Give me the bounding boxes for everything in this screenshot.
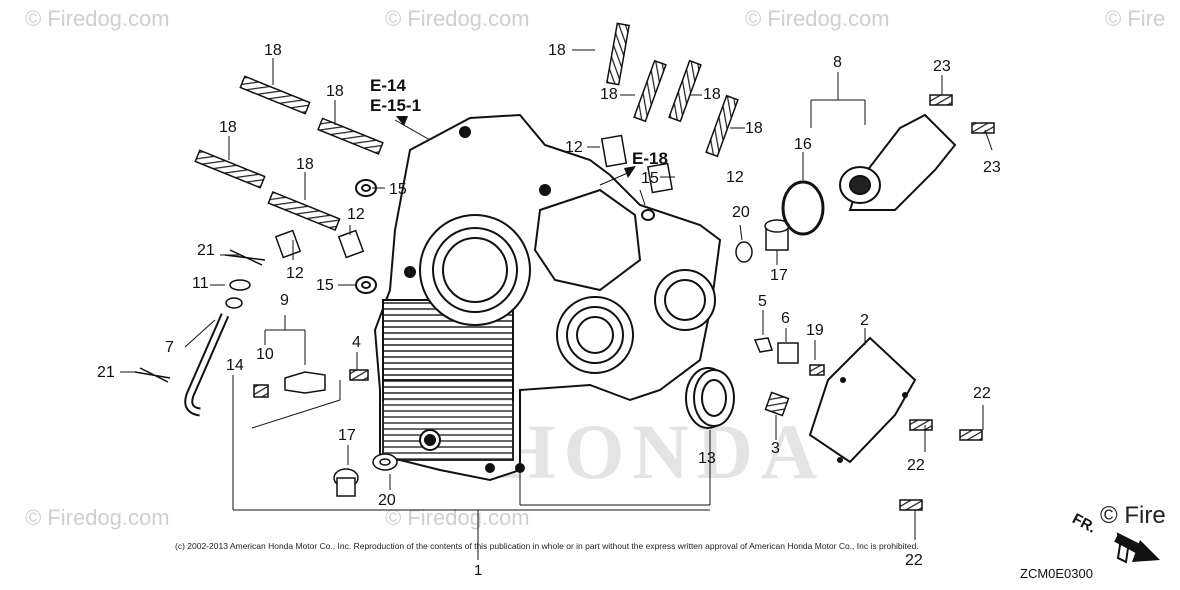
reference-label[interactable]: E-15-1 (370, 96, 422, 115)
gasket-ring (781, 180, 825, 236)
callout-6: 6 (781, 310, 790, 327)
callout-20: 20 (378, 492, 396, 509)
callout-23: 23 (933, 58, 951, 75)
callout-18: 18 (600, 86, 618, 103)
callout-18: 18 (745, 120, 763, 137)
diagram-code: ZCM0E0300 (1020, 566, 1093, 581)
callout-4: 4 (352, 334, 361, 351)
reference-arrow (624, 166, 636, 178)
callout-17: 17 (770, 267, 788, 284)
side-cover (808, 336, 917, 464)
callout-15: 15 (641, 170, 659, 187)
callout-22: 22 (905, 552, 923, 569)
oil-seal-large (685, 367, 735, 429)
watermark: © Firedog.com (385, 505, 530, 530)
callout-1: 1 (474, 562, 483, 579)
callout-15: 15 (316, 277, 334, 294)
watermark: © Firedog.com (385, 6, 530, 31)
callout-23: 23 (983, 159, 1001, 176)
callout-7: 7 (165, 339, 174, 356)
callout-18: 18 (326, 83, 344, 100)
oil-seals-small (355, 179, 655, 294)
callout-12: 12 (286, 265, 304, 282)
callout-12: 12 (565, 139, 583, 156)
callout-16: 16 (794, 136, 812, 153)
callout-18: 18 (264, 42, 282, 59)
callout-15: 15 (389, 181, 407, 198)
crankcase (373, 113, 722, 482)
callout-18: 18 (703, 86, 721, 103)
callout-5: 5 (758, 293, 767, 310)
callout-3: 3 (771, 440, 780, 457)
callout-2: 2 (860, 312, 869, 329)
callout-14: 14 (226, 357, 244, 374)
small-parts (134, 219, 825, 497)
brand-corner: © Fire (1100, 502, 1166, 529)
watermark: © Fire (1105, 6, 1166, 31)
intake-elbow (839, 113, 957, 211)
callout-17: 17 (338, 427, 356, 444)
stud-bolts (194, 22, 739, 232)
callout-12: 12 (347, 206, 365, 223)
callout-22: 22 (973, 385, 991, 402)
copyright-notice: (c) 2002-2013 American Honda Motor Co., … (175, 541, 919, 551)
callout-20: 20 (732, 204, 750, 221)
honda-background-text: HONDA (495, 408, 825, 495)
flange-bolts (899, 94, 995, 511)
callout-21: 21 (97, 364, 115, 381)
callout-21: 21 (197, 242, 215, 259)
callout-8: 8 (833, 54, 842, 71)
callout-11: 11 (192, 275, 209, 292)
callout-18: 18 (548, 42, 566, 59)
callout-9: 9 (280, 292, 289, 309)
reference-arrow (396, 116, 408, 126)
watermark: © Firedog.com (25, 6, 170, 31)
callout-13: 13 (698, 450, 716, 467)
reference-label[interactable]: E-18 (632, 149, 668, 168)
watermark: © Firedog.com (25, 505, 170, 530)
callout-18: 18 (296, 156, 314, 173)
callout-22: 22 (907, 457, 925, 474)
callout-10: 10 (256, 346, 274, 363)
leader-lines (120, 49, 993, 560)
callout-19: 19 (806, 322, 824, 339)
dowel-pins (274, 134, 673, 259)
callout-12: 12 (726, 169, 744, 186)
reference-label[interactable]: E-14 (370, 76, 406, 95)
callout-18: 18 (219, 119, 237, 136)
watermark: © Firedog.com (745, 6, 890, 31)
